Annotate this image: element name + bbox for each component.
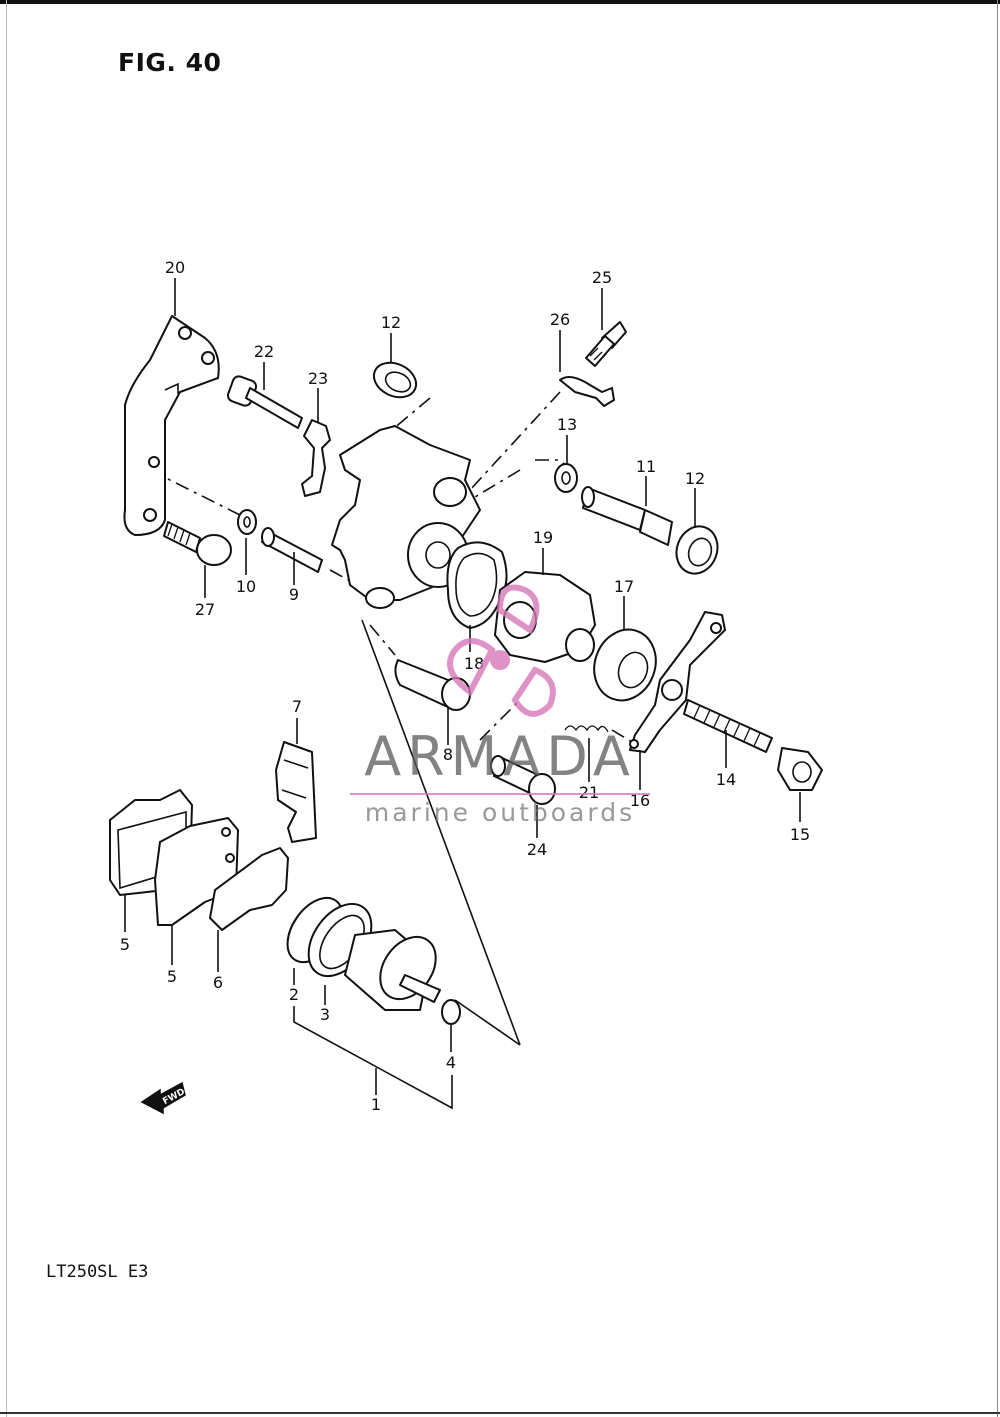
watermark-divider bbox=[350, 793, 650, 795]
callout-11: 11 bbox=[636, 457, 656, 476]
callout-2: 2 bbox=[289, 985, 299, 1004]
pad-spring bbox=[275, 741, 317, 843]
callout-13: 13 bbox=[557, 415, 577, 434]
assembly-line bbox=[149, 469, 241, 516]
callout-10: 10 bbox=[236, 577, 256, 596]
dust-boot-lower bbox=[675, 525, 719, 575]
page-border-left bbox=[6, 0, 7, 1417]
retainer-clip bbox=[301, 419, 331, 497]
callout-19: 19 bbox=[533, 528, 553, 547]
page-border-bottom bbox=[0, 1412, 1000, 1414]
assembly-line bbox=[379, 397, 431, 441]
sleeve-bolt bbox=[490, 755, 556, 805]
slide-pin bbox=[581, 486, 673, 546]
callout-24: 24 bbox=[527, 840, 547, 859]
callout-14: 14 bbox=[716, 770, 736, 789]
page-border-right bbox=[997, 0, 998, 1417]
assembly-line bbox=[469, 391, 561, 491]
watermark-logo bbox=[447, 584, 556, 717]
callout-8: 8 bbox=[443, 745, 453, 764]
model-code: LT250SL E3 bbox=[46, 1262, 149, 1282]
return-spring bbox=[564, 725, 609, 733]
callout-12b: 12 bbox=[685, 469, 705, 488]
callout-6: 6 bbox=[213, 973, 223, 992]
assembly-line bbox=[361, 619, 521, 1046]
callout-labels: 1 2 3 4 5 5 6 7 8 9 10 11 12 12 13 14 15… bbox=[120, 258, 810, 1114]
callout-22: 22 bbox=[254, 342, 274, 361]
bleeder-cap bbox=[559, 375, 615, 407]
callout-25: 25 bbox=[592, 268, 612, 287]
callout-16: 16 bbox=[630, 791, 650, 810]
caliper-bracket bbox=[123, 315, 220, 536]
callout-21: 21 bbox=[579, 783, 599, 802]
brake-lever-arm bbox=[629, 611, 726, 753]
washer bbox=[237, 509, 257, 535]
page-border-top bbox=[0, 0, 1000, 4]
callout-17: 17 bbox=[614, 577, 634, 596]
callout-7: 7 bbox=[292, 697, 302, 716]
mounting-bolt bbox=[163, 521, 232, 566]
callout-4: 4 bbox=[446, 1053, 456, 1072]
guide-pin bbox=[261, 527, 323, 573]
dust-boot-upper bbox=[372, 361, 418, 399]
gasket bbox=[446, 541, 508, 629]
o-ring bbox=[441, 999, 461, 1025]
adjuster-cover bbox=[593, 628, 657, 702]
callout-15: 15 bbox=[790, 825, 810, 844]
callout-12a: 12 bbox=[381, 313, 401, 332]
figure-title: FIG. 40 bbox=[118, 48, 222, 77]
washer bbox=[554, 463, 578, 493]
callout-5b: 5 bbox=[167, 967, 177, 986]
assembly-line bbox=[479, 699, 521, 741]
arrow-left-icon: FWD bbox=[140, 1081, 187, 1115]
lock-nut bbox=[777, 747, 823, 791]
leader-lines bbox=[124, 278, 801, 1110]
adjuster-bolt bbox=[683, 699, 773, 753]
watermark-name: ARMADA bbox=[364, 725, 636, 788]
callout-23: 23 bbox=[308, 369, 328, 388]
callout-27: 27 bbox=[195, 600, 215, 619]
caliper-body bbox=[331, 425, 481, 609]
assembly-line bbox=[469, 469, 521, 501]
watermark-tagline: marine outboards bbox=[364, 798, 636, 827]
callout-26: 26 bbox=[550, 310, 570, 329]
piston bbox=[344, 929, 441, 1011]
callout-20: 20 bbox=[165, 258, 185, 277]
bleeder-screw bbox=[585, 321, 627, 367]
callout-1: 1 bbox=[371, 1095, 381, 1114]
callout-3: 3 bbox=[320, 1005, 330, 1024]
assembly-line bbox=[369, 624, 396, 656]
assembly-line bbox=[611, 729, 633, 743]
pad-shim bbox=[209, 847, 289, 931]
pin-bolt bbox=[226, 375, 303, 429]
callout-5a: 5 bbox=[120, 935, 130, 954]
callout-9: 9 bbox=[289, 585, 299, 604]
